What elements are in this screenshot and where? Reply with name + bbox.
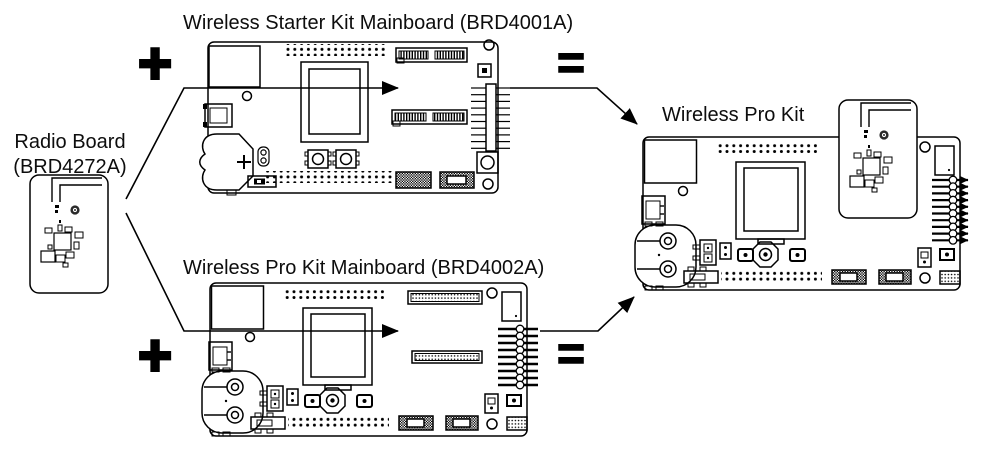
equals-sign-top: = [556, 36, 586, 91]
breakout-holes [286, 44, 386, 56]
mounting-hole [482, 178, 494, 190]
pro-kit-mainboard-title: Wireless Pro Kit Mainboard (BRD4002A) [183, 257, 545, 279]
reset-button [476, 151, 499, 174]
radio-board-figure [29, 174, 109, 294]
expansion-connector-mid [391, 109, 468, 127]
starter-kit-mainboard-title: Wireless Starter Kit Mainboard (BRD4001A… [183, 12, 574, 34]
arrow-starter-to-pro-kit [510, 87, 638, 125]
ethernet-connector [208, 45, 261, 88]
small-component-8 [257, 146, 270, 167]
radio-connector-top [407, 290, 483, 305]
push-button-0 [304, 149, 332, 169]
push-button-1 [332, 149, 360, 169]
equals-sign-bottom: = [556, 327, 586, 382]
breakout-holes [266, 171, 393, 183]
plus-sign-bottom: + [137, 321, 174, 389]
side-pin-holes [948, 175, 958, 245]
plus-sign-top: + [137, 29, 174, 97]
battery-holder [199, 133, 254, 196]
radio-board-title-line1: Radio Board [14, 131, 126, 153]
starter-kit-mainboard-figure [199, 39, 510, 196]
wireless-pro-kit-figure [634, 99, 969, 291]
pro-kit-title: Wireless Pro Kit [662, 104, 805, 126]
lcd-display [300, 61, 369, 143]
debug-connector [395, 171, 432, 189]
power-switch [247, 175, 277, 188]
pro-kit-mainboard-figure [201, 282, 538, 437]
small-component [477, 63, 492, 78]
mini-simplicity-connector [439, 171, 475, 189]
side-pin-header-arrows [932, 176, 969, 245]
flow-arrows [125, 81, 638, 338]
expansion-connector-top [395, 47, 468, 64]
radio-board-title: Radio Board (BRD4272A) [4, 130, 136, 180]
mounting-hole [483, 39, 495, 51]
board-outline [207, 41, 499, 194]
mounted-radio-board [838, 99, 918, 219]
mounting-hole [241, 90, 253, 102]
arrow-radio-to-starter-kit [125, 81, 399, 200]
side-pin-holes [515, 324, 525, 390]
radio-board-title-line2: (BRD4272A) [13, 156, 127, 178]
arrow-radio-to-pro-mainboard [125, 212, 399, 338]
arrow-promain-to-pro-kit [540, 296, 635, 332]
radio-connector-mid [411, 350, 483, 364]
expansion-pin-header [471, 83, 510, 152]
usb-connector [203, 103, 233, 128]
